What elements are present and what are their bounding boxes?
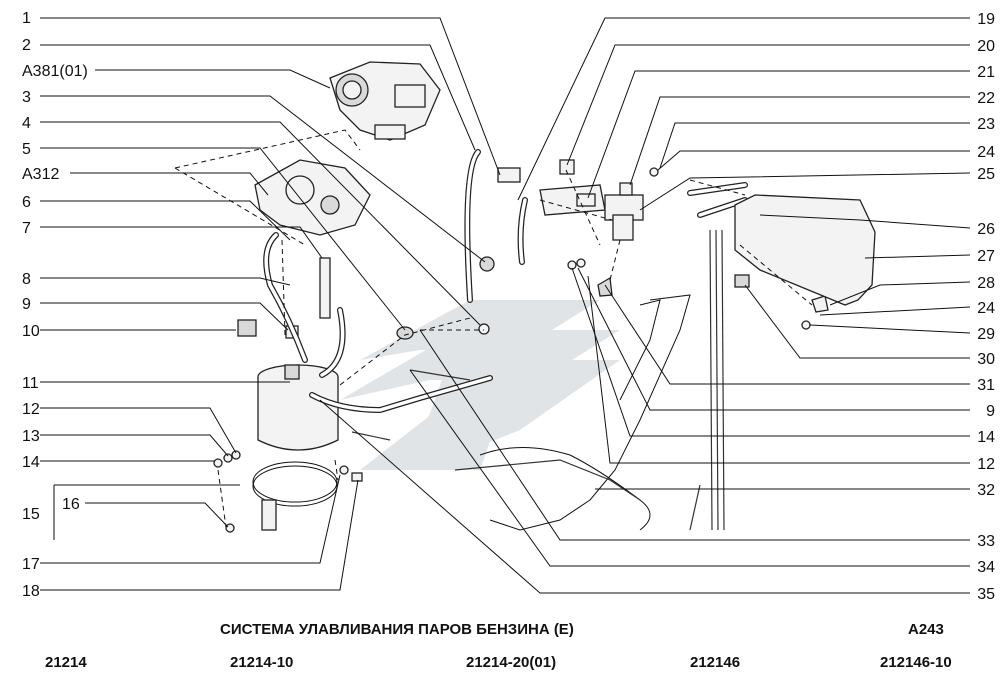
diagram-code: А243 xyxy=(908,621,944,638)
callout-label: 27 xyxy=(977,248,995,265)
model-list: 21214 21214-10 21214-20(01) 212146 21214… xyxy=(45,654,952,671)
callout-label: 28 xyxy=(977,275,995,292)
callout-label: 31 xyxy=(977,377,995,394)
callout-label: 12 xyxy=(22,401,40,418)
callout-label: 24 xyxy=(977,144,995,161)
fuel-tank-illustration xyxy=(454,229,725,531)
callout-label: 12 xyxy=(977,456,995,473)
dashed-assembly-lines xyxy=(174,129,813,528)
diagram-title: СИСТЕМА УЛАВЛИВАНИЯ ПАРОВ БЕНЗИНА (Е) xyxy=(220,621,574,638)
callout-label: 15 xyxy=(22,506,40,523)
vapor-hoses xyxy=(263,149,748,414)
callout-label: 1 xyxy=(22,10,31,27)
model-code: 21214 xyxy=(45,654,87,671)
callout-label: 3 xyxy=(22,89,31,106)
callout-label: 34 xyxy=(977,559,995,576)
callout-label: 26 xyxy=(977,221,995,238)
callout-label: 25 xyxy=(977,166,995,183)
small-parts-left xyxy=(213,257,391,533)
callout-label: 35 xyxy=(977,586,995,603)
intake-manifold-illustration xyxy=(254,159,371,236)
canister-clamp-illustration xyxy=(252,461,338,531)
callout-label: 14 xyxy=(22,454,40,471)
valves-illustration xyxy=(396,159,829,340)
callout-label: 22 xyxy=(977,90,995,107)
callout-labels-left: 1 2 А381(01) 3 4 5 А312 6 7 8 9 10 11 12… xyxy=(22,10,88,600)
model-code: 21214-10 xyxy=(230,654,293,671)
callout-label: 14 xyxy=(977,429,995,446)
callout-labels-right: 19 20 21 22 23 24 25 26 27 28 24 29 30 3… xyxy=(977,11,995,603)
callout-label: 10 xyxy=(22,323,40,340)
callout-label: А381(01) xyxy=(22,63,88,80)
callout-label: 19 xyxy=(977,11,995,28)
callout-label: 32 xyxy=(977,482,995,499)
callout-label: 7 xyxy=(22,220,31,237)
callout-label: 17 xyxy=(22,556,40,573)
leader-lines-left xyxy=(40,17,501,591)
model-code: 21214-20(01) xyxy=(466,654,556,671)
callout-label: 29 xyxy=(977,326,995,343)
callout-label: 5 xyxy=(22,141,31,158)
callout-label: 30 xyxy=(977,351,995,368)
model-code: 212146 xyxy=(690,654,740,671)
callout-label: 33 xyxy=(977,533,995,550)
callout-label: 23 xyxy=(977,116,995,133)
callout-label: 8 xyxy=(22,271,31,288)
callout-label: А312 xyxy=(22,166,59,183)
callout-label: 18 xyxy=(22,583,40,600)
callout-label: 2 xyxy=(22,37,31,54)
callout-label: 4 xyxy=(22,115,31,132)
callout-label: 9 xyxy=(22,296,31,313)
callout-label: 16 xyxy=(62,496,80,513)
throttle-body-illustration xyxy=(329,61,441,141)
separator-tank-illustration xyxy=(734,194,876,306)
canister-illustration xyxy=(257,364,339,451)
callout-label: 13 xyxy=(22,428,40,445)
callout-label: 20 xyxy=(977,38,995,55)
callout-label: 6 xyxy=(22,194,31,211)
callout-label: 21 xyxy=(977,64,995,81)
model-code: 212146-10 xyxy=(880,654,952,671)
callout-label: 9 xyxy=(986,403,995,420)
callout-label: 11 xyxy=(22,375,39,392)
callout-label: 24 xyxy=(977,300,995,317)
leader-lines-right xyxy=(319,17,971,594)
